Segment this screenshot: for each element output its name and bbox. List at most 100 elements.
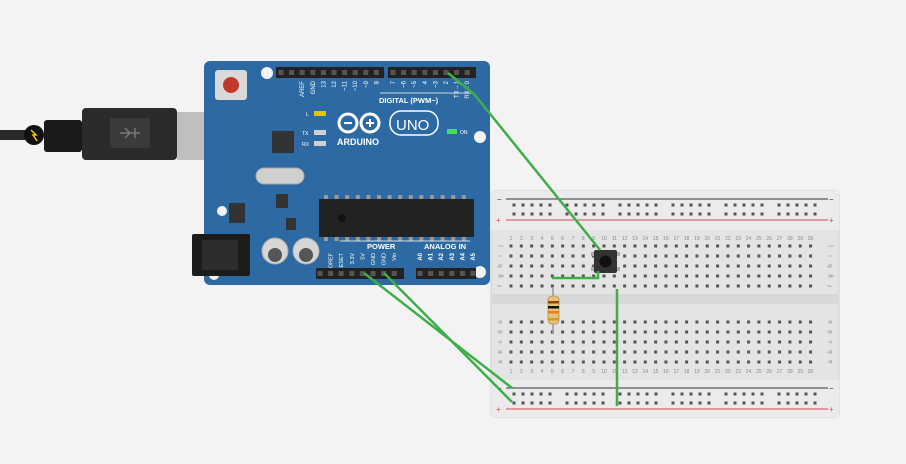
- bb-hole[interactable]: [695, 284, 699, 288]
- rail-hole[interactable]: [539, 203, 543, 207]
- bb-hole[interactable]: [778, 330, 782, 334]
- rail-hole[interactable]: [636, 401, 640, 405]
- bb-hole[interactable]: [809, 340, 813, 344]
- bb-hole[interactable]: [736, 274, 740, 278]
- bb-hole[interactable]: [809, 244, 813, 248]
- bb-hole[interactable]: [530, 274, 534, 278]
- bb-hole[interactable]: [654, 350, 658, 354]
- bb-hole[interactable]: [654, 340, 658, 344]
- rail-hole[interactable]: [530, 392, 534, 396]
- bb-hole[interactable]: [778, 350, 782, 354]
- rail-hole[interactable]: [786, 401, 790, 405]
- bb-hole[interactable]: [561, 254, 565, 258]
- bb-hole[interactable]: [530, 320, 534, 324]
- pushbutton[interactable]: [591, 250, 620, 273]
- bb-hole[interactable]: [581, 360, 585, 364]
- bb-hole[interactable]: [550, 254, 554, 258]
- rail-hole[interactable]: [804, 203, 808, 207]
- bb-hole[interactable]: [519, 284, 523, 288]
- bb-hole[interactable]: [550, 274, 554, 278]
- bb-hole[interactable]: [571, 320, 575, 324]
- bb-hole[interactable]: [540, 274, 544, 278]
- header-pin[interactable]: [459, 271, 465, 276]
- rail-hole[interactable]: [574, 401, 578, 405]
- bb-hole[interactable]: [664, 264, 668, 268]
- rail-hole[interactable]: [627, 392, 631, 396]
- bb-hole[interactable]: [747, 360, 751, 364]
- header-pin[interactable]: [320, 70, 326, 75]
- bb-hole[interactable]: [592, 340, 596, 344]
- bb-hole[interactable]: [509, 254, 513, 258]
- rail-hole[interactable]: [539, 212, 543, 216]
- bb-hole[interactable]: [540, 284, 544, 288]
- rail-hole[interactable]: [671, 392, 675, 396]
- wire-5v-to-rail[interactable]: [383, 272, 513, 403]
- rail-hole[interactable]: [574, 392, 578, 396]
- rail-hole[interactable]: [618, 212, 622, 216]
- rail-hole[interactable]: [671, 203, 675, 207]
- bb-hole[interactable]: [778, 264, 782, 268]
- bb-hole[interactable]: [809, 284, 813, 288]
- bb-hole[interactable]: [654, 274, 658, 278]
- bb-hole[interactable]: [705, 264, 709, 268]
- rail-hole[interactable]: [645, 401, 649, 405]
- bb-hole[interactable]: [664, 350, 668, 354]
- rail-hole[interactable]: [592, 212, 596, 216]
- bb-hole[interactable]: [509, 284, 513, 288]
- bb-hole[interactable]: [778, 244, 782, 248]
- bb-hole[interactable]: [705, 350, 709, 354]
- bb-hole[interactable]: [716, 330, 720, 334]
- bb-hole[interactable]: [788, 350, 792, 354]
- rail-hole[interactable]: [760, 401, 764, 405]
- bb-hole[interactable]: [767, 244, 771, 248]
- bb-hole[interactable]: [664, 284, 668, 288]
- rail-hole[interactable]: [813, 392, 817, 396]
- bb-hole[interactable]: [685, 320, 689, 324]
- bb-hole[interactable]: [788, 274, 792, 278]
- bb-hole[interactable]: [798, 274, 802, 278]
- rail-hole[interactable]: [751, 392, 755, 396]
- rail-hole[interactable]: [707, 203, 711, 207]
- rail-hole[interactable]: [512, 401, 516, 405]
- rail-hole[interactable]: [804, 392, 808, 396]
- bb-hole[interactable]: [736, 284, 740, 288]
- bb-hole[interactable]: [705, 360, 709, 364]
- bb-hole[interactable]: [550, 350, 554, 354]
- bb-hole[interactable]: [561, 274, 565, 278]
- bb-hole[interactable]: [623, 320, 627, 324]
- header-pin[interactable]: [438, 271, 444, 276]
- rail-hole[interactable]: [786, 212, 790, 216]
- bb-hole[interactable]: [747, 350, 751, 354]
- bb-hole[interactable]: [767, 254, 771, 258]
- bb-hole[interactable]: [623, 274, 627, 278]
- bb-hole[interactable]: [509, 264, 513, 268]
- bb-hole[interactable]: [633, 284, 637, 288]
- bb-hole[interactable]: [726, 244, 730, 248]
- bb-hole[interactable]: [592, 350, 596, 354]
- rail-hole[interactable]: [689, 203, 693, 207]
- rail-hole[interactable]: [742, 212, 746, 216]
- bb-hole[interactable]: [716, 320, 720, 324]
- bb-hole[interactable]: [695, 340, 699, 344]
- rail-hole[interactable]: [724, 401, 728, 405]
- bb-hole[interactable]: [778, 320, 782, 324]
- bb-hole[interactable]: [674, 284, 678, 288]
- bb-hole[interactable]: [509, 330, 513, 334]
- rail-hole[interactable]: [777, 392, 781, 396]
- rail-hole[interactable]: [548, 203, 552, 207]
- bb-hole[interactable]: [767, 320, 771, 324]
- header-pin[interactable]: [338, 271, 344, 276]
- header-pin[interactable]: [328, 271, 334, 276]
- bb-hole[interactable]: [592, 360, 596, 364]
- bb-hole[interactable]: [571, 360, 575, 364]
- bb-hole[interactable]: [726, 284, 730, 288]
- rail-hole[interactable]: [689, 212, 693, 216]
- bb-hole[interactable]: [778, 340, 782, 344]
- rail-hole[interactable]: [521, 401, 525, 405]
- bb-hole[interactable]: [592, 330, 596, 334]
- rail-hole[interactable]: [530, 401, 534, 405]
- rail-hole[interactable]: [724, 392, 728, 396]
- bb-hole[interactable]: [716, 264, 720, 268]
- bb-hole[interactable]: [654, 360, 658, 364]
- bb-hole[interactable]: [798, 284, 802, 288]
